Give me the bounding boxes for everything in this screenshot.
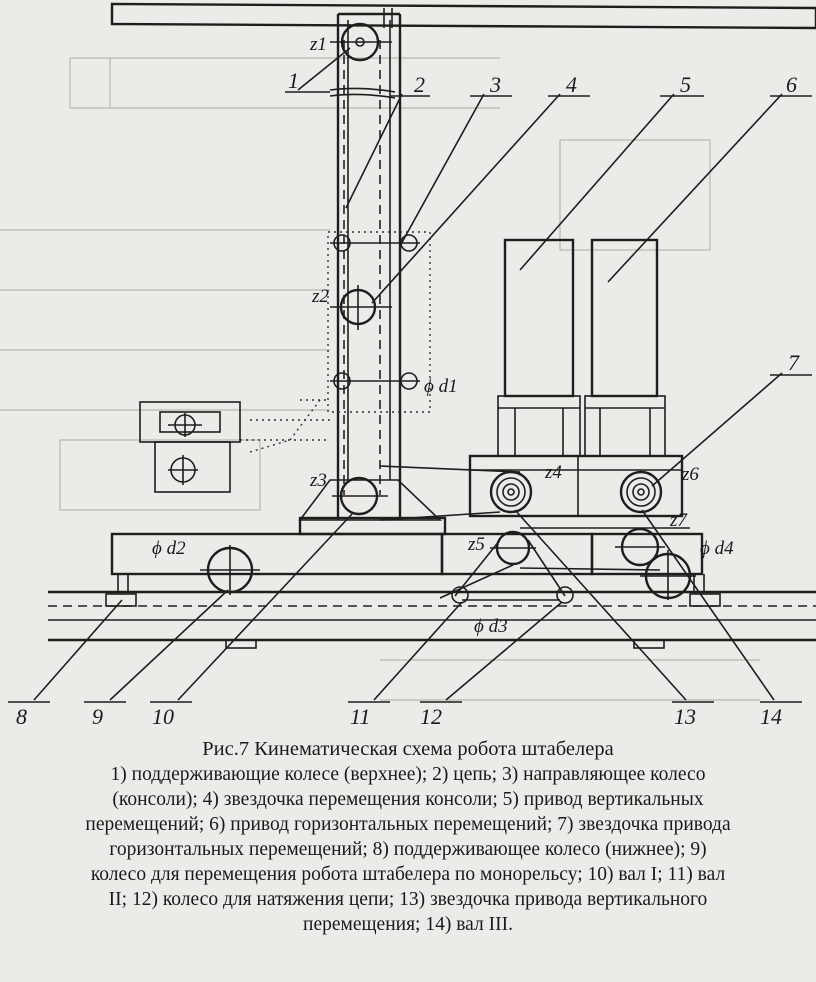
legend-line: 1) поддерживающие колесе (верхнее); 2) ц… — [110, 764, 706, 785]
legend-line: II; 12) колесо для натяжения цепи; 13) з… — [108, 889, 708, 910]
shaft-ii-sprocket — [490, 530, 536, 566]
horizontal-drive-sprocket — [619, 470, 663, 514]
legend-line: горизонтальных перемещений; 8) поддержив… — [109, 839, 707, 860]
monorail — [48, 590, 816, 649]
callout-3: 3 — [489, 72, 501, 97]
console-carriage — [240, 231, 431, 453]
label-d3: ϕ d3 — [474, 616, 508, 637]
label-z1: z1 — [309, 34, 327, 55]
callout-leaders — [8, 47, 812, 703]
vertical-drive-sprocket — [489, 470, 533, 514]
label-d2: ϕ d2 — [152, 538, 186, 559]
callout-12: 12 — [420, 704, 442, 729]
callout-5: 5 — [680, 72, 691, 97]
callout-13: 13 — [674, 704, 696, 729]
label-z7: z7 — [669, 510, 688, 531]
vertical-drive — [497, 238, 581, 457]
callout-2: 2 — [414, 72, 425, 97]
label-z4: z4 — [544, 462, 562, 483]
bleed-through-background — [0, 57, 760, 701]
guide-wheels — [330, 234, 420, 390]
diameter-labels: ϕ d1 ϕ d2 ϕ d3 ϕ d4 — [152, 376, 734, 637]
callout-labels: 1 2 3 4 5 6 7 8 9 10 11 12 13 14 — [16, 68, 800, 729]
chain-tension-wheels — [451, 586, 574, 604]
callout-10: 10 — [152, 704, 174, 729]
label-z3: z3 — [309, 470, 327, 491]
label-z2: z2 — [311, 286, 329, 307]
label-z5: z5 — [467, 534, 485, 555]
callout-9: 9 — [92, 704, 103, 729]
vertical-mast — [329, 8, 402, 520]
horizontal-drive — [584, 238, 666, 457]
console-sprocket — [330, 285, 392, 330]
horizontal-drive-wheel — [615, 527, 696, 600]
drive-housings — [468, 454, 684, 518]
legend-line: (консоли); 4) звездочка перемещения конс… — [112, 789, 704, 810]
callout-11: 11 — [350, 704, 370, 729]
top-beam — [110, 2, 816, 30]
figure-caption: Рис.7 Кинематическая схема робота штабел… — [8, 737, 808, 937]
legend-line: перемещений; 6) привод горизонтальных пе… — [85, 814, 731, 835]
monorail-drive-wheel — [200, 545, 260, 595]
callout-4: 4 — [566, 72, 577, 97]
sprocket-labels: z1 z2 z3 z4 z5 z6 z7 — [309, 34, 699, 555]
legend-line: колесо для перемещения робота штабелера … — [90, 864, 726, 885]
main-frame — [110, 532, 705, 592]
callout-7: 7 — [788, 350, 800, 375]
console-gripper — [139, 401, 241, 493]
legend-line: перемещения; 14) вал III. — [303, 914, 513, 935]
kinematic-diagram: 1 2 3 4 5 6 7 8 9 10 11 12 13 14 z1 z2 z… — [0, 2, 816, 729]
callout-1: 1 — [288, 68, 299, 93]
label-d4: ϕ d4 — [700, 538, 734, 559]
label-d1: ϕ d1 — [424, 376, 458, 397]
upper-support-wheel — [330, 22, 392, 62]
callout-6: 6 — [786, 72, 797, 97]
callout-8: 8 — [16, 704, 27, 729]
callout-14: 14 — [760, 704, 782, 729]
label-z6: z6 — [681, 464, 699, 485]
caption-title: Рис.7 Кинематическая схема робота штабел… — [202, 738, 614, 760]
